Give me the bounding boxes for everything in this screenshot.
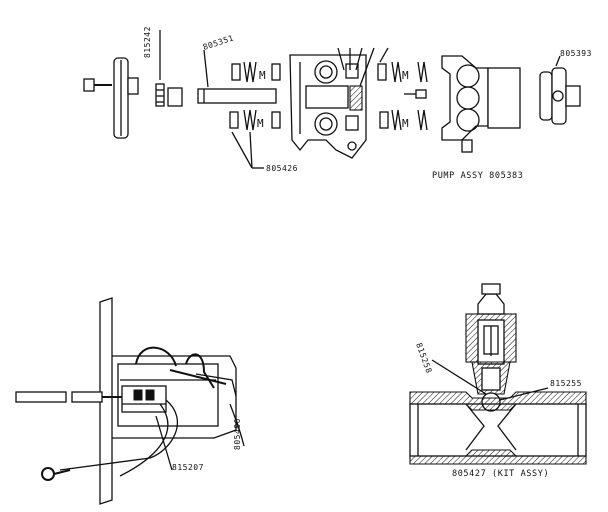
- svg-text:M: M: [259, 69, 266, 82]
- label-805426: 805426: [266, 164, 298, 173]
- pulley-disc-part: [113, 57, 139, 139]
- lower-piston-spring-stack: M: [229, 109, 281, 169]
- svg-text:M: M: [402, 117, 409, 130]
- bolt-part: [83, 78, 112, 92]
- label-805400: 805400: [233, 418, 242, 450]
- wire-harness: [59, 346, 237, 477]
- label-815258: 815258: [414, 342, 433, 375]
- label-805393: 805393: [560, 49, 592, 58]
- pump-body-part: [289, 54, 367, 159]
- switch-assembly: 805400 815207: [15, 297, 245, 505]
- manifold-head-part: [441, 55, 521, 153]
- switch-block: [121, 385, 167, 413]
- hose-nipple: [477, 283, 505, 315]
- key-part-815242: [155, 30, 165, 107]
- pipe-body: [409, 391, 587, 465]
- label-815207: 815207: [172, 463, 204, 472]
- upper-piston-spring-stack: M: [231, 61, 281, 83]
- label-815242: 815242: [143, 26, 152, 58]
- pump-assembly: M M: [83, 26, 592, 181]
- pump-assy-caption: PUMP ASSY 805383: [432, 171, 523, 181]
- right-spring-valves: M M: [377, 61, 428, 131]
- check-valve-fitting: [349, 85, 363, 111]
- rod-part-right: [71, 391, 103, 403]
- leader-815255: [499, 387, 549, 401]
- pulley-assembly-805393: [539, 55, 581, 125]
- leader-815258: [431, 359, 487, 395]
- leader-lines-top: [337, 47, 389, 87]
- leader-805400: [229, 403, 245, 447]
- shaft-part-805351: [197, 49, 277, 104]
- leader-815207: [155, 415, 173, 471]
- svg-text:M: M: [257, 117, 264, 130]
- mounting-plate: [99, 297, 113, 505]
- valve-kit-assembly: 815258 815255 805427 (KIT ASSY): [409, 283, 587, 479]
- svg-text:M: M: [402, 69, 409, 82]
- label-815255: 815255: [550, 379, 582, 388]
- rod-part-left: [15, 391, 67, 403]
- kit-assy-caption: 805427 (KIT ASSY): [452, 469, 549, 479]
- label-805351: 805351: [202, 33, 235, 51]
- valve-housing: [465, 313, 517, 365]
- ring-terminal: [41, 467, 71, 481]
- bushing-part: [167, 87, 183, 107]
